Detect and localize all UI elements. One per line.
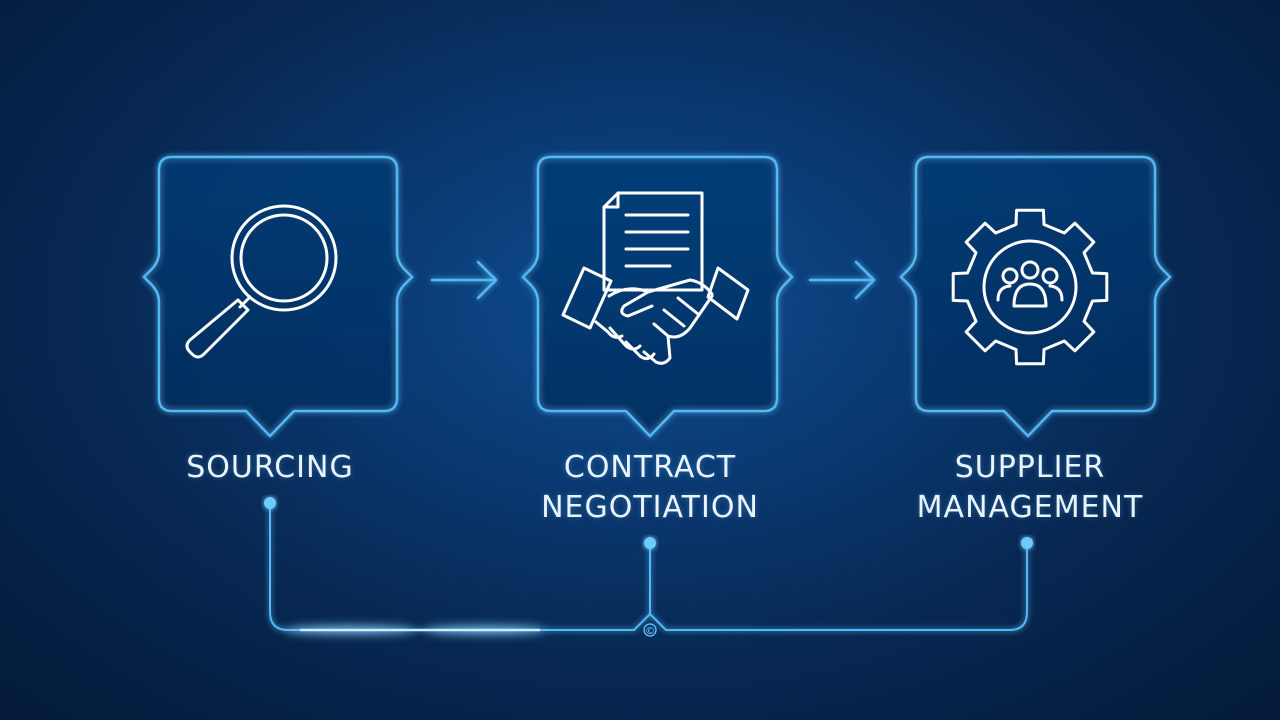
sourcing-node-dot bbox=[264, 497, 276, 509]
flow-arrow-2 bbox=[808, 260, 876, 300]
connector-center-symbol: © bbox=[645, 626, 655, 637]
contract-box bbox=[521, 155, 794, 438]
sourcing-label: SOURCING bbox=[160, 448, 380, 488]
contract-node-dot bbox=[644, 537, 656, 549]
connector-line bbox=[269, 503, 1028, 631]
sourcing-box-outline bbox=[142, 155, 414, 438]
supplier-node-dot bbox=[1021, 537, 1033, 549]
supplier-label-line-1: SUPPLIER bbox=[954, 450, 1106, 485]
magnifying-glass-icon bbox=[185, 204, 338, 359]
supplier-label-line-2: MANAGEMENT bbox=[916, 490, 1144, 525]
supplier-box-outline bbox=[899, 155, 1172, 438]
connector-network: © bbox=[264, 497, 1033, 637]
contract-handshake-icon bbox=[561, 191, 750, 365]
supplier-label: SUPPLIER MANAGEMENT bbox=[895, 448, 1165, 528]
connector-center-circle bbox=[643, 623, 657, 637]
sourcing-box bbox=[142, 155, 414, 438]
contract-box-outline bbox=[521, 155, 794, 438]
contract-label-line-1: CONTRACT bbox=[563, 450, 737, 485]
contract-label-line-2: NEGOTIATION bbox=[541, 490, 759, 525]
gear-people-icon bbox=[951, 208, 1109, 366]
flow-arrow-1 bbox=[430, 260, 498, 300]
contract-label: CONTRACT NEGOTIATION bbox=[520, 448, 780, 528]
supplier-box bbox=[899, 155, 1172, 438]
sourcing-label-line-1: SOURCING bbox=[186, 450, 354, 485]
